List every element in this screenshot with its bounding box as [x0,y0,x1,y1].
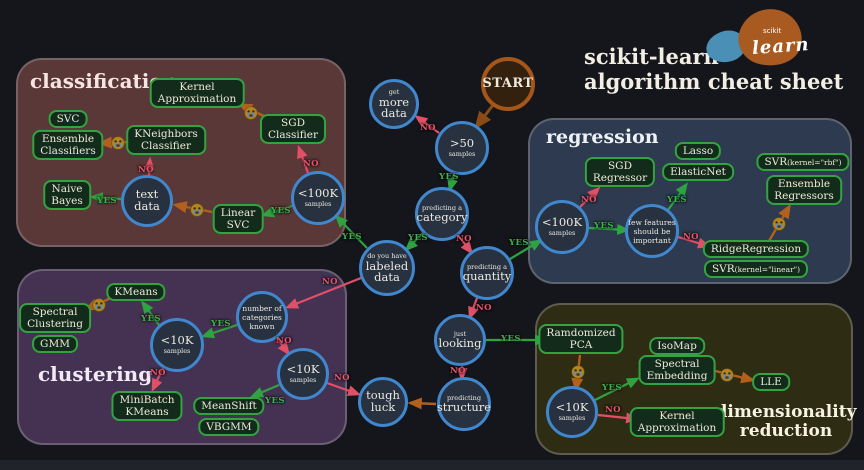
classification-label: classification [30,69,178,93]
start-label: START [482,76,534,92]
svr-rbf-name: SVR [764,155,788,168]
box-meanshift: MeanShift [193,396,265,416]
yes-label: YES [97,196,117,206]
svr-rbf-param: (kernel="rbf") [787,157,842,167]
no-label: NO [303,159,319,169]
box-linear-svc: Linear SVC [212,203,264,235]
no-label: NO [683,232,699,242]
box-kernel-approximation: Kernel Approximation [149,77,245,109]
regression-label: regression [546,126,659,148]
crying-face-icon [92,297,106,312]
dimensionality-reduction-label: dimensionality reduction [715,402,857,442]
yes-label: YES [602,383,622,393]
svr-linear-param: (kernel="linear") [734,264,801,274]
yes-label: YES [265,396,285,406]
box-ensemble-classifiers: Ensemble Classifiers [32,129,104,161]
box-lasso: Lasso [674,141,722,161]
node-clustering-10k-samples-left: <10K samples [150,318,204,372]
yes-label: YES [271,206,291,216]
yes-arrows [89,173,688,401]
box-isomap: IsoMap [649,336,705,356]
box-spectral-embedding: Spectral Embedding [638,354,716,386]
box-gmm: GMM [32,334,78,354]
no-label: NO [581,195,597,205]
box-minibatch-kmeans: MiniBatch KMeans [111,390,183,422]
crying-face-icon [190,202,204,217]
node-dimred-10k-samples: <10K samples [546,386,598,438]
node-text-data: text data [121,175,173,227]
crying-face-icon [571,364,585,379]
no-label: NO [476,303,492,313]
node-regression-100k-samples: <100K samples [535,200,589,254]
no-label: NO [276,336,292,346]
node-number-of-categories-known: number of categories known [236,291,288,343]
yes-label: YES [342,232,362,242]
yes-label: YES [439,172,459,182]
node-get-more-data: get more data [369,79,419,129]
yes-label: YES [509,238,529,248]
crying-face-icon [720,367,734,382]
box-kmeans: KMeans [106,282,166,302]
box-ridge-regression: RidgeRegression [702,239,810,259]
box-kneighbors-classifier: KNeighbors Classifier [126,124,206,156]
crying-face-icon [772,216,786,231]
no-label: NO [450,366,466,376]
node-predicting-a-category: predicting a category [415,187,469,241]
node-just-looking: just looking [434,314,486,366]
node-classification-100k-samples: <100K samples [291,171,345,225]
box-svc: SVC [48,109,88,129]
box-spectral-clustering: Spectral Clustering [19,302,91,334]
box-svr-linear: SVR(kernel="linear") [703,259,809,279]
no-label: NO [322,277,338,287]
yes-label: YES [594,221,614,231]
node-few-features-should-be-important: few features should be important [625,204,679,258]
crying-face-icon [111,135,125,150]
logo-scikit-text: scikit [763,27,782,35]
box-sgd-classifier: SGD Classifier [259,113,327,145]
yes-label: YES [141,314,161,324]
no-label: NO [150,368,166,378]
no-label: NO [605,405,621,415]
start-arrow [474,104,495,130]
node-tough-luck: tough luck [358,377,408,427]
no-label: NO [456,234,472,244]
box-sgd-regressor: SGD Regressor [584,156,656,188]
clustering-label: clustering [38,362,153,386]
box-lle: LLE [752,372,790,392]
yes-label: YES [667,195,687,205]
svr-linear-name: SVR [711,262,735,275]
crying-face-icon [244,105,258,120]
page-title: scikit-learn algorithm cheat sheet [584,44,844,95]
box-randomized-pca: Ramdomized PCA [538,323,624,355]
yes-label: YES [211,319,231,329]
node-clustering-10k-samples-right: <10K samples [277,348,329,400]
node-predicting-a-quantity: predicting a quantity [460,246,514,300]
node-do-you-have-labeled-data: do you have labeled data [359,240,415,296]
start-node: START [481,57,535,111]
logo-learn-text: learn [751,34,811,59]
yes-label: YES [501,334,521,344]
box-elasticnet: ElasticNet [662,162,734,182]
box-kernel-approximation-2: Kernel Approximation [629,406,725,438]
box-ensemble-regressors: Ensemble Regressors [766,174,842,206]
no-label: NO [420,123,436,133]
no-label: NO [334,373,350,383]
box-vbgmm: VBGMM [198,417,260,437]
no-label: NO [138,165,154,175]
node-predicting-structure: predicting structure [437,377,491,431]
yes-label: YES [408,233,428,243]
node-over-50-samples: >50 samples [435,121,489,175]
bottom-strip [0,460,864,470]
box-svr-rbf: SVR(kernel="rbf") [756,152,850,172]
box-naive-bayes: Naive Bayes [43,179,91,211]
